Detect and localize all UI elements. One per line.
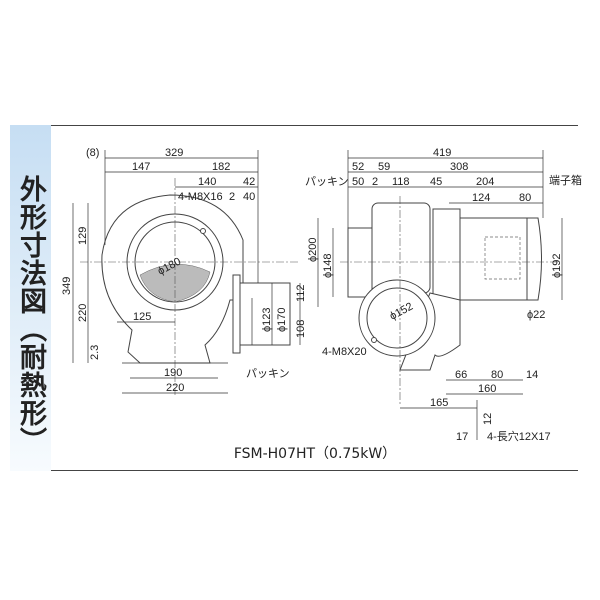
fan-casing [371, 202, 431, 294]
dim-flange-depth: 40 [243, 191, 255, 203]
dim-52: 52 [352, 161, 364, 173]
dim-right: 182 [212, 161, 230, 173]
dim-lower: 220 [77, 304, 89, 322]
motor-end-cover [526, 217, 542, 301]
dim-foot-pitch: 190 [164, 367, 182, 379]
dim-308: 308 [450, 161, 468, 173]
dim-foot-width: 220 [166, 382, 184, 394]
dim-cable: ϕ22 [527, 309, 545, 321]
inlet-duct [347, 227, 373, 298]
motor-body [459, 217, 528, 301]
dim-offset: (8) [86, 147, 99, 159]
dim-inlet-outer: ϕ200 [307, 237, 319, 262]
dim-left: 147 [132, 161, 150, 173]
motor-flange [432, 208, 461, 307]
dim-f12: 12 [482, 413, 494, 425]
dim-125: 125 [133, 311, 151, 323]
page-title: 外形寸法図（耐熱形） [15, 175, 46, 455]
dim-outlet-bolts: 4-M8X20 [322, 346, 367, 358]
dim-45: 45 [430, 176, 442, 188]
bolt-hole [200, 228, 206, 234]
dim-overall: 419 [433, 147, 451, 159]
dim-base: 2.3 [89, 345, 101, 360]
dim-overall-width: 329 [165, 147, 183, 159]
dim-upper: 129 [77, 227, 89, 245]
drawing-frame [51, 125, 578, 471]
gasket [232, 274, 241, 354]
dim-f165: 165 [430, 397, 448, 409]
dim-f80: 80 [491, 369, 503, 381]
terminal-box-label: 端子箱 [549, 173, 582, 187]
dim-f14: 14 [526, 369, 538, 381]
dim-inlet-inner: ϕ148 [322, 253, 334, 278]
dim-outlet-inner: ϕ123 [261, 307, 273, 332]
title-panel: 外形寸法図（耐熱形） [10, 125, 51, 471]
dim-outlet-lower: 108 [295, 320, 307, 338]
dim-center-flange: 140 [198, 176, 216, 188]
dim-2: 2 [372, 176, 378, 188]
dim-bolts: 4-M8X16 [178, 191, 223, 203]
gasket-label-side: パッキン [305, 175, 349, 188]
side-view: 419 52 59 308 50 2 118 45 204 124 80 パッキ… [305, 147, 582, 443]
outlet-bolt-hole [371, 337, 377, 343]
dim-motor-dia: ϕ192 [551, 253, 563, 278]
model-caption: FSM-H07HT（0.75kW） [234, 446, 396, 462]
dim-f17: 17 [456, 431, 468, 443]
dim-slots: 4-長穴12X17 [487, 429, 551, 443]
dim-flange: 42 [243, 176, 255, 188]
dim-outlet-outer: ϕ170 [276, 307, 288, 332]
dim-outlet-upper: 112 [295, 284, 307, 302]
dim-204: 204 [476, 176, 494, 188]
dim-118: 118 [392, 176, 410, 188]
dim-59: 59 [378, 161, 390, 173]
gasket-label-front: パッキン [246, 367, 290, 380]
outlet-flange [239, 282, 291, 346]
dim-f160: 160 [478, 383, 496, 395]
dim-f66: 66 [455, 369, 467, 381]
outlet-opening [366, 287, 428, 349]
dim-height: 349 [61, 277, 73, 295]
dim-124: 124 [472, 192, 490, 204]
front-view: (8) 329 147 182 140 42 4-M8X16 2 40 349 … [61, 147, 307, 395]
dim-50: 50 [352, 176, 364, 188]
dim-80: 80 [519, 192, 531, 204]
terminal-box [484, 236, 521, 280]
dim-gap: 2 [229, 191, 235, 203]
